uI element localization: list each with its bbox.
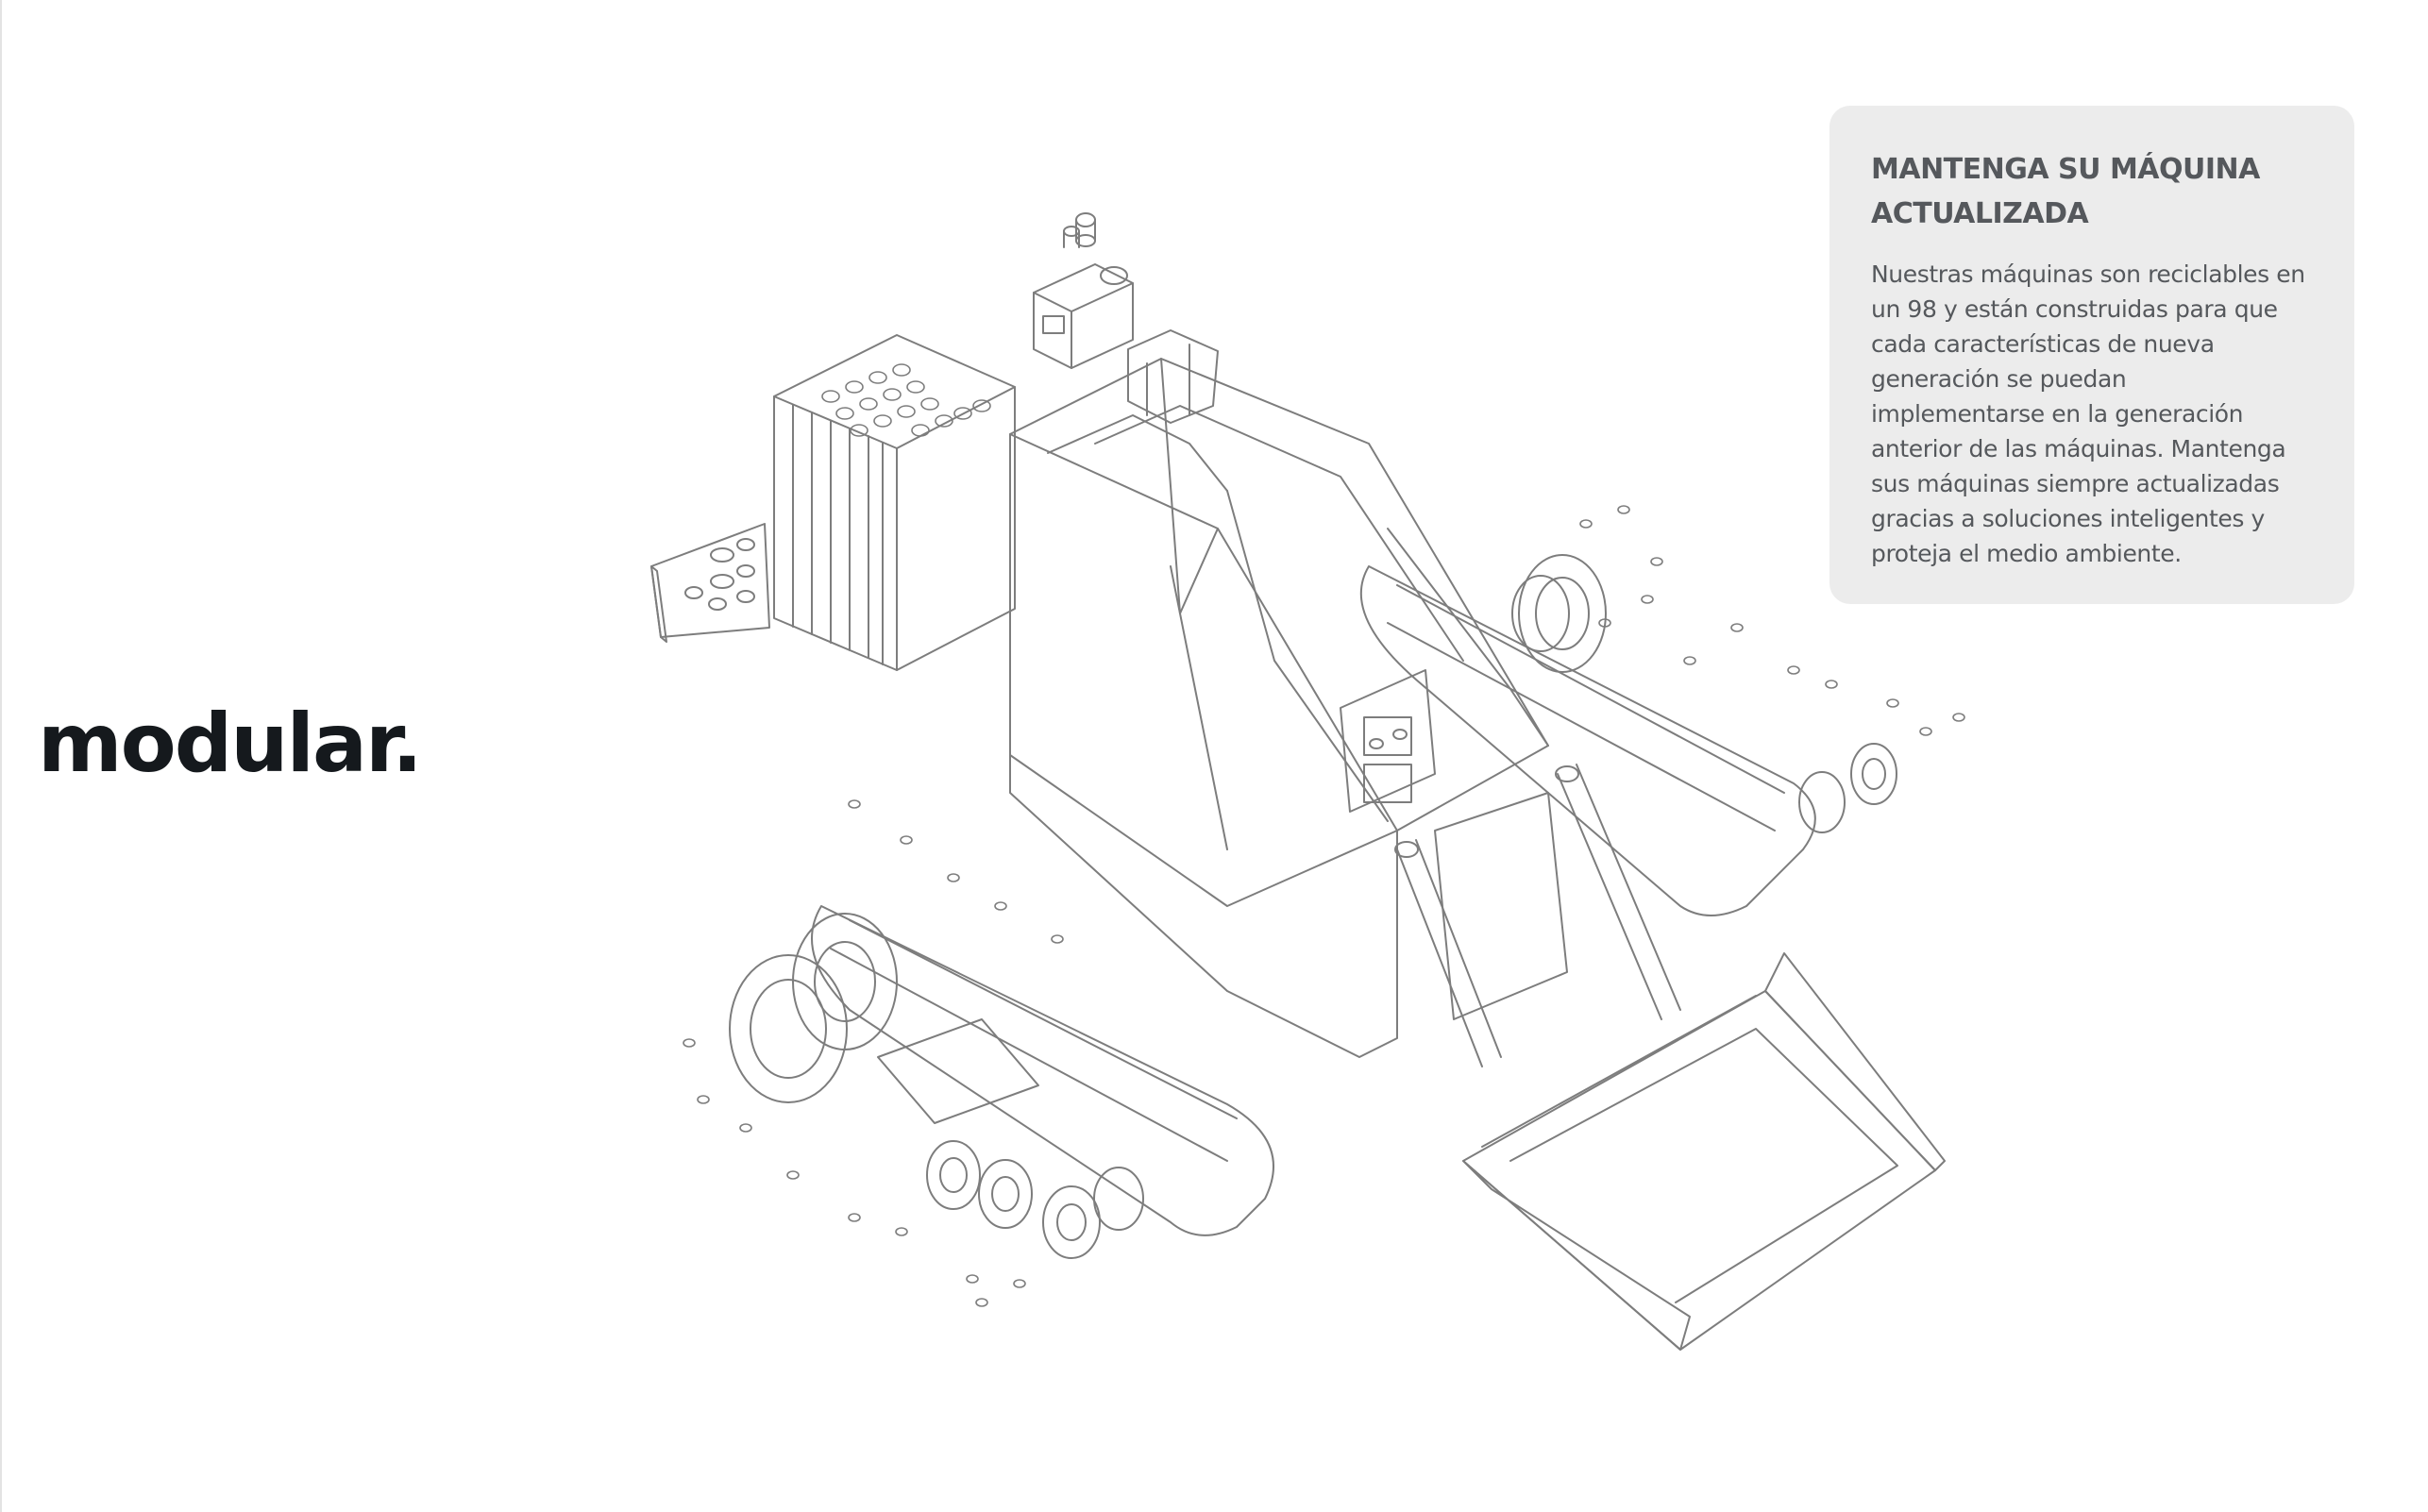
battery-pack — [773, 334, 1016, 671]
left-track — [729, 905, 1274, 1259]
chassis-frame — [1009, 329, 1549, 1058]
info-card-body: Nuestras máquinas son reciclables en un … — [1871, 260, 2305, 567]
left-border-line — [0, 0, 2, 1512]
side-panel — [1340, 669, 1436, 813]
bucket — [1462, 952, 1946, 1351]
page-headline: modular. — [38, 697, 423, 791]
rear-plate — [650, 523, 770, 643]
info-card-title: MANTENGA SU MÁQUINA ACTUALIZADA — [1871, 153, 2260, 230]
right-track — [1359, 554, 1897, 916]
info-card: MANTENGA SU MÁQUINA ACTUALIZADA Nuestras… — [1829, 106, 2354, 604]
control-module — [1033, 212, 1134, 369]
lift-arms — [1394, 764, 1681, 1067]
fasteners — [683, 505, 1965, 1307]
